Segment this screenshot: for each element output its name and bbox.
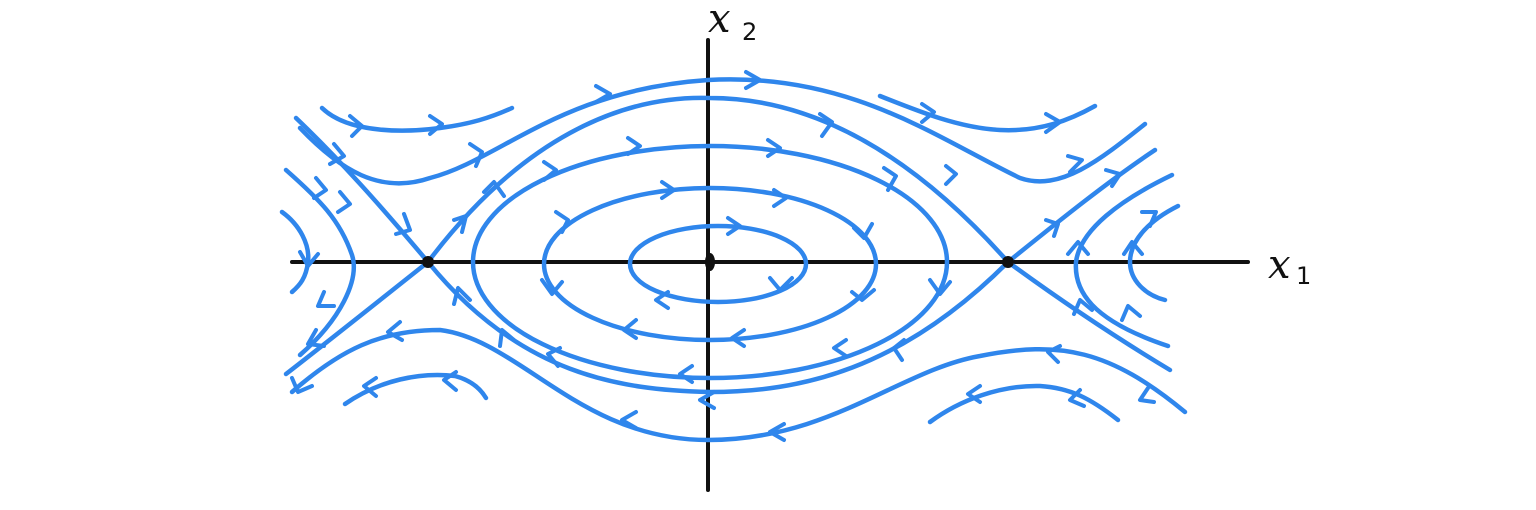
arrow-icon <box>542 160 558 182</box>
left-saddle-equilibrium <box>422 256 434 268</box>
left-saddle-stable-upper <box>293 115 431 265</box>
trajectory-top-left-wing <box>319 105 515 133</box>
arrow-icon <box>928 278 952 296</box>
svg-text:x: x <box>1268 242 1291 288</box>
arrow-icon <box>654 290 670 310</box>
arrow-icon <box>944 164 958 186</box>
arrow-icon <box>1066 154 1084 174</box>
arrow-icon <box>328 142 346 166</box>
center-equilibrium <box>705 253 715 271</box>
arrow-icon <box>428 114 444 136</box>
arrow-icon <box>546 346 562 368</box>
arrow-icon <box>1122 240 1144 256</box>
arrow-icon <box>1104 168 1122 188</box>
arrow-icon <box>698 390 716 410</box>
arrow-icon <box>678 364 694 384</box>
middle-orbit <box>541 185 879 343</box>
arrow-icon <box>626 136 642 156</box>
left-wing-inner <box>279 209 311 295</box>
arrow-icon <box>498 328 516 348</box>
arrow-icon <box>394 212 412 236</box>
arrow-icon <box>554 210 570 234</box>
arrow-icon <box>660 180 676 200</box>
right-saddle-stable-lower <box>1005 259 1173 373</box>
right-wing-inner <box>1127 203 1181 303</box>
arrow-icon <box>852 222 874 240</box>
arrow-icon <box>290 376 314 394</box>
arrow-icon <box>336 190 352 214</box>
arrow-icon <box>348 114 364 138</box>
arrow-icon <box>1140 210 1158 228</box>
arrow-icon <box>298 250 320 268</box>
arrow-icon <box>386 320 404 342</box>
arrow-icon <box>766 138 782 158</box>
arrow-icon <box>1072 298 1094 316</box>
arrow-icon <box>1044 218 1060 238</box>
arrow-icon <box>1138 386 1156 404</box>
arrow-icon <box>892 338 906 362</box>
left-saddle-unstable-lower <box>283 259 431 377</box>
arrow-icon <box>1120 304 1142 322</box>
trajectory-top-right-wing <box>877 93 1098 133</box>
arrow-icon <box>594 84 612 104</box>
arrow-icon <box>452 214 468 234</box>
trajectory-bottom-outer <box>289 327 1188 443</box>
arrow-icon <box>620 410 638 430</box>
arrow-icon <box>468 142 484 168</box>
arrow-icon <box>362 376 378 398</box>
trajectory-bottom-right-wing <box>927 383 1121 425</box>
arrow-icon <box>920 102 936 124</box>
arrow-icon <box>768 422 786 442</box>
arrow-icon <box>1066 240 1090 256</box>
arrow-icon <box>744 70 762 90</box>
arrow-icon <box>772 188 788 208</box>
arrow-icon <box>726 216 742 236</box>
arrow-icon <box>966 384 982 404</box>
x1-axis-label: x 1 <box>1268 242 1311 290</box>
arrow-icon <box>540 278 564 296</box>
arrow-icon <box>306 328 326 348</box>
trajectory-top-outer <box>297 77 1148 186</box>
arrow-icon <box>882 166 898 192</box>
arrow-icon <box>850 288 876 302</box>
arrow-icon <box>452 286 472 306</box>
arrow-icon <box>1044 112 1062 134</box>
separatrix-upper <box>425 95 1011 265</box>
arrow-icon <box>1046 344 1062 364</box>
svg-text:2: 2 <box>742 18 757 46</box>
x2-axis-label: x 2 <box>708 0 757 46</box>
right-saddle-equilibrium <box>1002 256 1014 268</box>
outer-orbit <box>470 143 950 381</box>
inner-orbit <box>627 223 809 305</box>
arrow-icon <box>768 276 794 292</box>
right-wing-upper <box>1073 172 1175 349</box>
arrow-icon <box>1068 388 1086 408</box>
arrow-icon <box>482 180 506 198</box>
arrow-icon <box>832 338 848 358</box>
arrow-icon <box>818 112 834 138</box>
arrow-icon <box>730 328 746 348</box>
arrow-icon <box>316 290 336 308</box>
arrow-icon <box>442 370 458 392</box>
flow-arrows <box>290 70 1158 442</box>
arrow-icon <box>622 318 638 340</box>
right-saddle-unstable-upper <box>1005 147 1158 265</box>
svg-text:1: 1 <box>1296 262 1311 290</box>
arrow-icon <box>312 176 328 200</box>
svg-text:x: x <box>708 0 731 42</box>
